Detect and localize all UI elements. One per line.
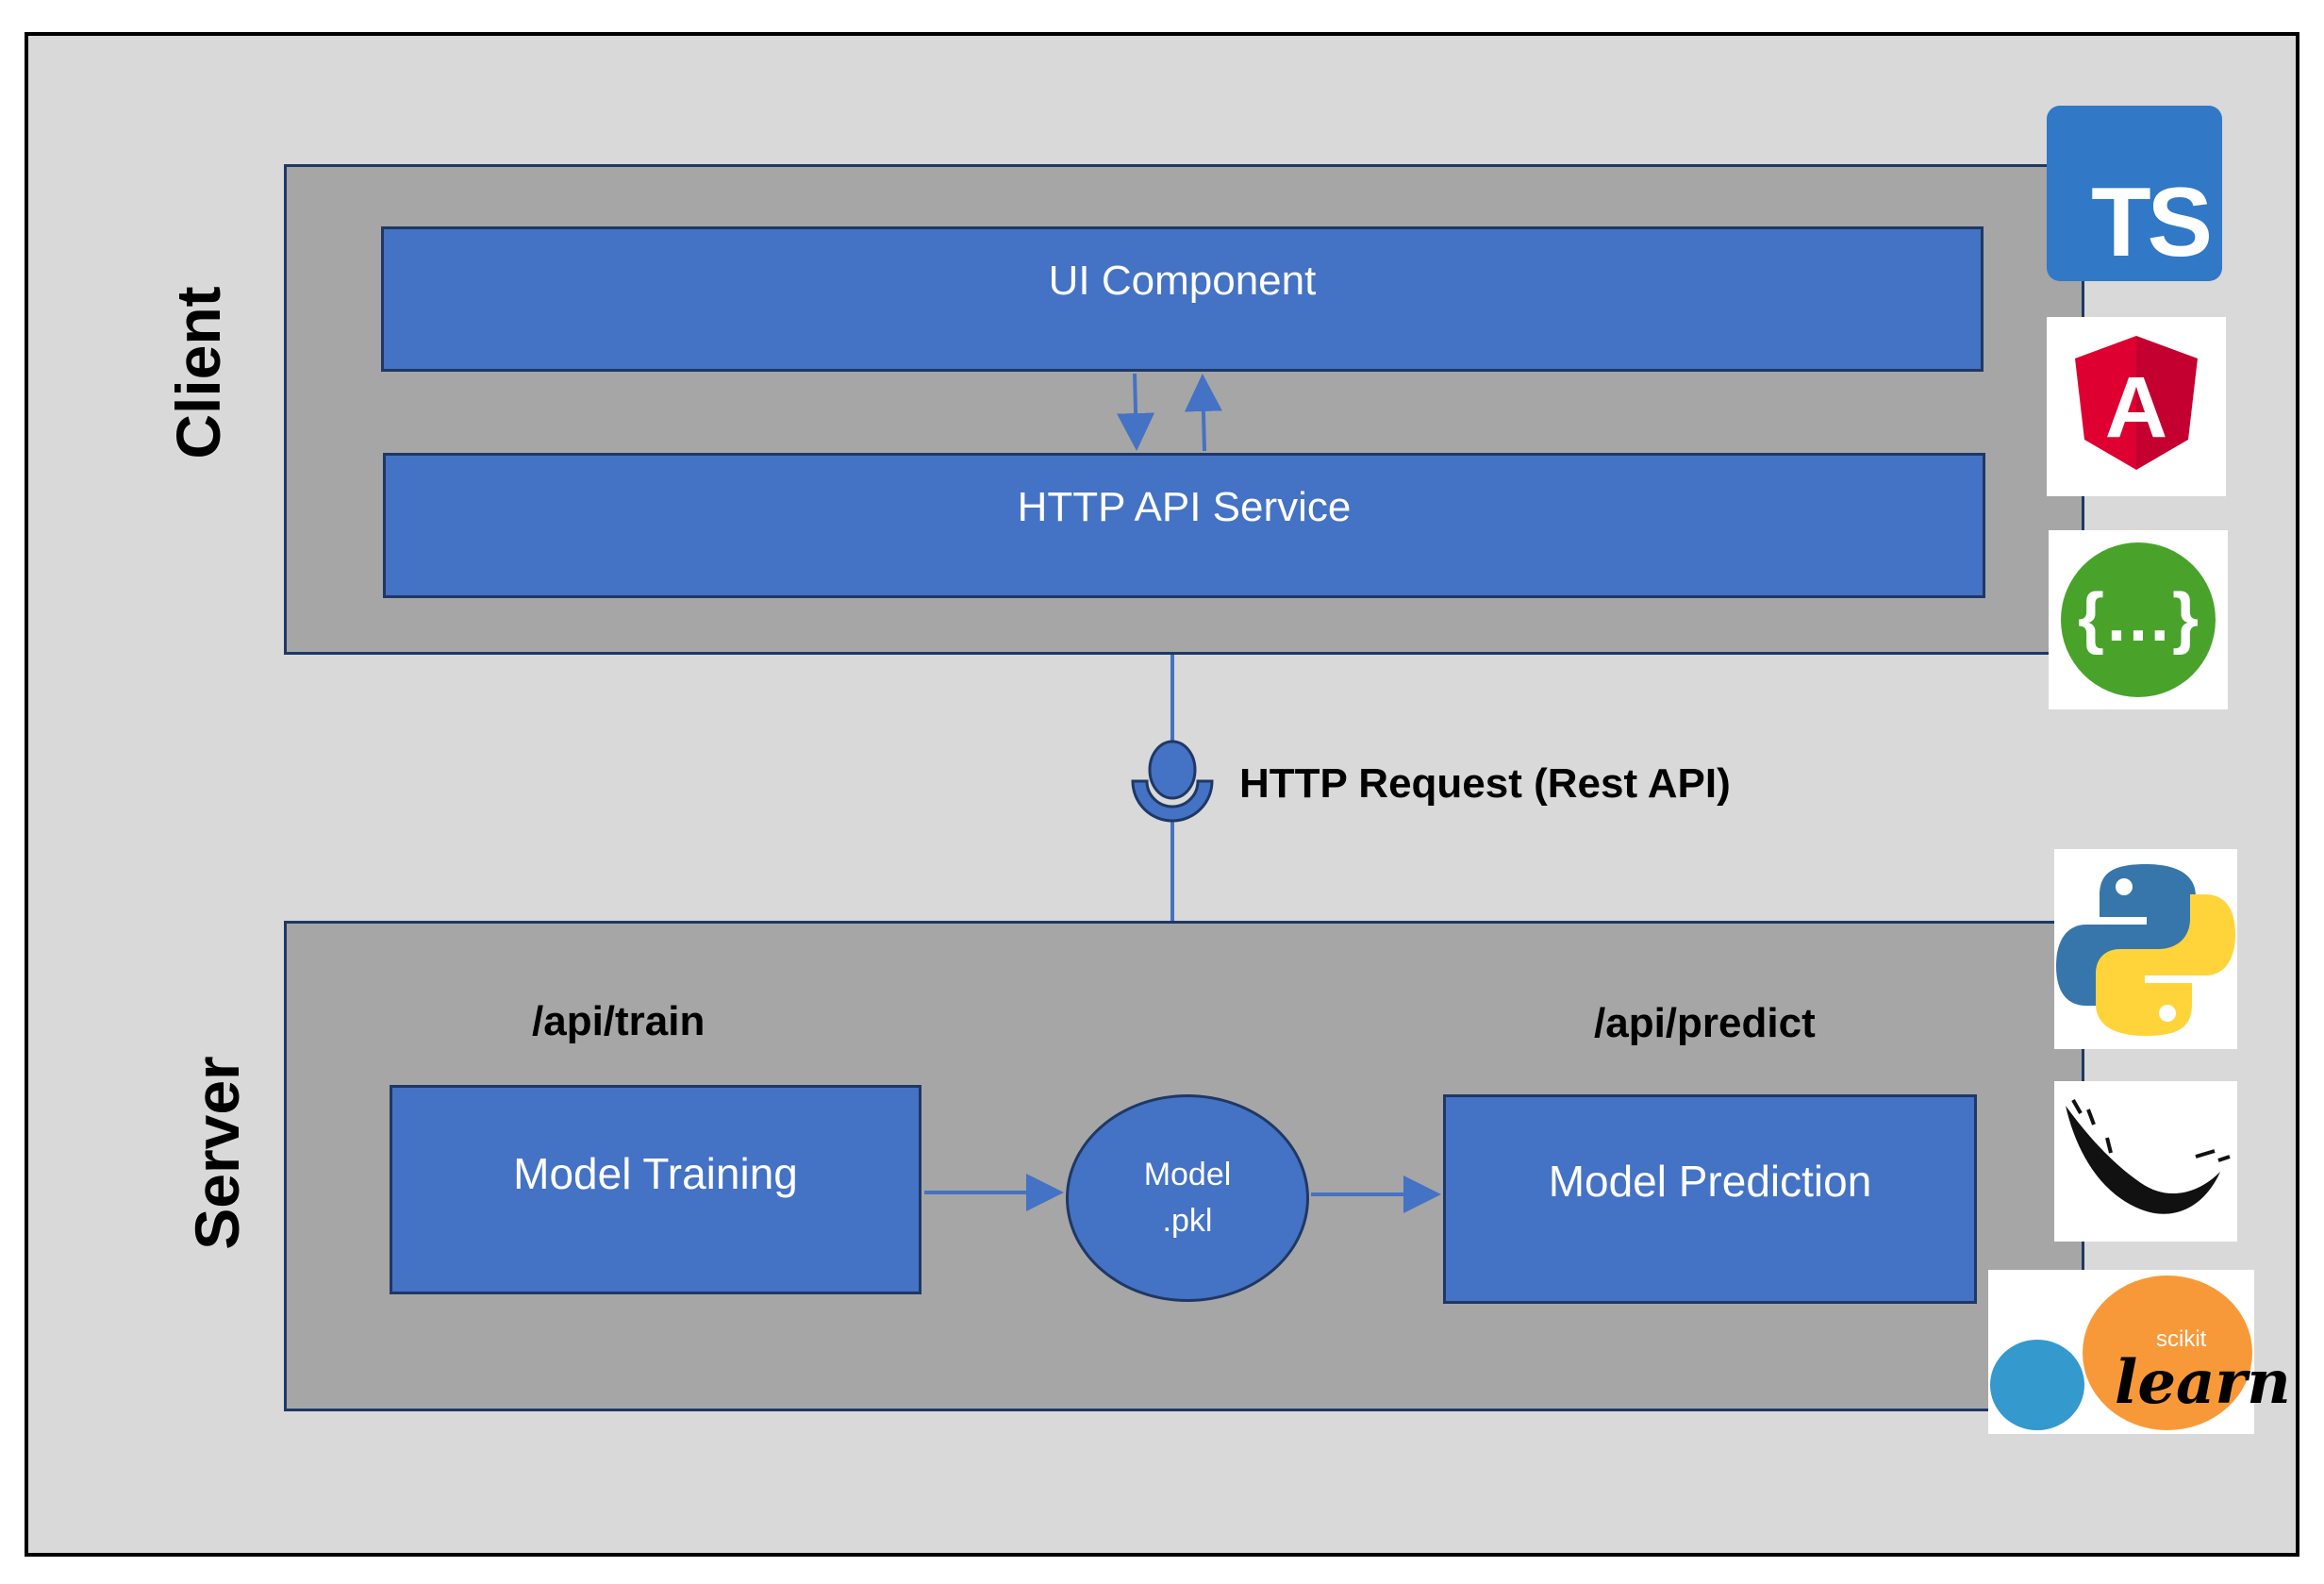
train-route-label: /api/train — [532, 998, 706, 1044]
http-api-service-box: HTTP API Service — [383, 453, 1985, 598]
http-request-label: HTTP Request (Rest API) — [1239, 760, 1731, 807]
swagger-icon: {…} — [2049, 530, 2228, 709]
python-icon — [2054, 849, 2237, 1049]
predict-route-label: /api/predict — [1594, 1000, 1816, 1046]
ui-component-box: UI Component — [381, 226, 1984, 372]
model-file-node: Model .pkl — [1066, 1094, 1309, 1302]
flask-icon — [2054, 1081, 2237, 1242]
interface-icon — [1131, 740, 1214, 823]
model-training-box: Model Training — [390, 1085, 921, 1294]
model-prediction-label: Model Prediction — [1548, 1157, 1872, 1206]
service-to-ui-arrow — [1184, 374, 1222, 452]
model-prediction-box: Model Prediction — [1443, 1094, 1977, 1304]
typescript-icon: TS — [2047, 106, 2222, 281]
model-file-line2: .pkl — [1162, 1203, 1213, 1239]
ui-to-service-arrow — [1117, 373, 1155, 451]
model-file-line1: Model — [1143, 1157, 1232, 1192]
model-training-label: Model Training — [513, 1149, 798, 1198]
angular-icon: A — [2047, 317, 2226, 496]
ui-component-label: UI Component — [1048, 258, 1317, 304]
http-api-service-label: HTTP API Service — [1017, 484, 1352, 530]
scikit-learn-icon: scikit learn — [1988, 1270, 2291, 1434]
